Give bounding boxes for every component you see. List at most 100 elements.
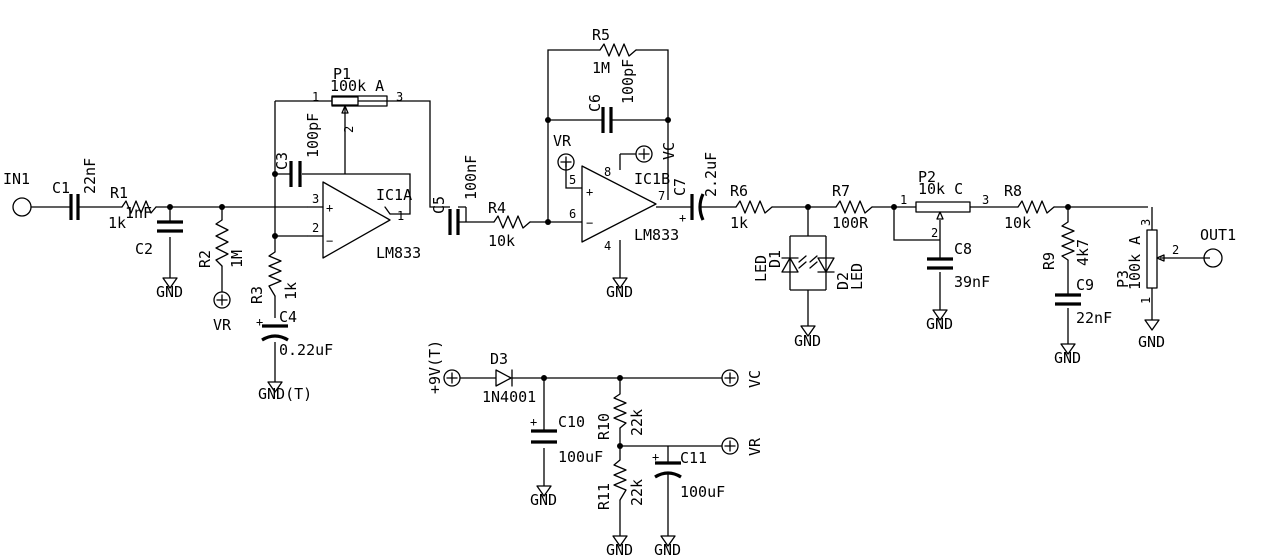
- svg-text:2: 2: [312, 221, 319, 235]
- svg-text:1M: 1M: [592, 59, 610, 77]
- svg-text:0.22uF: 0.22uF: [279, 341, 333, 359]
- svg-text:C1: C1: [52, 179, 70, 197]
- svg-text:1k: 1k: [282, 282, 300, 300]
- svg-text:100pF: 100pF: [619, 59, 637, 104]
- svg-text:R11: R11: [595, 483, 613, 510]
- svg-text:10k: 10k: [488, 232, 515, 250]
- svg-text:IC1A: IC1A: [376, 186, 412, 204]
- svg-text:VR: VR: [213, 316, 232, 334]
- svg-text:R7: R7: [832, 182, 850, 200]
- svg-text:GND: GND: [156, 283, 183, 301]
- capacitor-c6: C6 100pF: [586, 59, 637, 133]
- ground-symbol-c10: GND: [530, 485, 557, 509]
- input-connector-in1: IN1: [3, 170, 32, 217]
- svg-text:+: +: [586, 185, 593, 199]
- svg-text:IN1: IN1: [3, 170, 30, 188]
- svg-text:LM833: LM833: [376, 244, 421, 262]
- capacitor-c1: C1 22nF: [52, 158, 99, 220]
- svg-text:100uF: 100uF: [558, 448, 603, 466]
- svg-text:R8: R8: [1004, 182, 1022, 200]
- capacitor-c9: C9 22nF: [1055, 276, 1112, 327]
- svg-text:C7: C7: [671, 178, 689, 196]
- svg-text:R2: R2: [196, 250, 214, 268]
- svg-text:1: 1: [900, 193, 907, 207]
- svg-text:LM833: LM833: [634, 226, 679, 244]
- svg-text:VC: VC: [660, 142, 678, 160]
- output-connector-out1: OUT1: [1200, 226, 1236, 268]
- capacitor-c3: C3 100pF: [273, 113, 322, 187]
- led-d1: LED D1: [752, 250, 807, 282]
- svg-text:+9V(T): +9V(T): [426, 340, 444, 394]
- svg-text:D2: D2: [834, 272, 852, 290]
- svg-text:R6: R6: [730, 182, 748, 200]
- svg-text:GND: GND: [1138, 333, 1165, 351]
- svg-text:1k: 1k: [730, 214, 748, 232]
- svg-text:10k C: 10k C: [918, 180, 963, 198]
- svg-text:+: +: [679, 211, 686, 225]
- svg-text:3: 3: [396, 90, 403, 104]
- svg-text:5: 5: [569, 173, 576, 187]
- svg-text:VR: VR: [553, 132, 572, 150]
- resistor-r6: R6 1k: [730, 182, 773, 232]
- svg-text:3: 3: [312, 192, 319, 206]
- capacitor-c2: 1nF C2: [125, 204, 183, 258]
- svg-text:R9: R9: [1040, 252, 1058, 270]
- capacitor-c5: C5 100nF: [430, 155, 480, 235]
- svg-text:C11: C11: [680, 449, 707, 467]
- svg-text:10k: 10k: [1004, 214, 1031, 232]
- capacitor-c10: + C10 100uF: [530, 413, 603, 466]
- resistor-r4: R4 10k: [488, 199, 531, 250]
- svg-text:C8: C8: [954, 240, 972, 258]
- svg-text:−: −: [586, 216, 593, 230]
- opamp-ic1a: + − 3 2 1 IC1A LM833: [307, 181, 421, 262]
- vr-power-symbol: VR: [213, 291, 232, 334]
- svg-text:22k: 22k: [628, 479, 646, 506]
- led-d2: D2 LED: [809, 255, 866, 290]
- svg-text:P2: P2: [918, 168, 936, 186]
- svg-text:1N4001: 1N4001: [482, 388, 536, 406]
- svg-text:39nF: 39nF: [954, 273, 990, 291]
- svg-text:−: −: [326, 234, 333, 248]
- capacitor-c8: C8 39nF: [927, 240, 990, 291]
- svg-text:GND: GND: [530, 491, 557, 509]
- svg-text:1M: 1M: [228, 250, 246, 268]
- ground-symbol-tremolo: GND(T): [258, 381, 312, 403]
- ground-symbol-ic1b: GND: [606, 277, 633, 301]
- resistor-r5: R5 1M: [592, 26, 637, 77]
- svg-text:22k: 22k: [628, 409, 646, 436]
- opamp-ic1b: + − 5 6 8 4 7 IC1B LM833: [569, 165, 679, 253]
- potentiometer-p3: P3 100k A 3 1 2: [1114, 219, 1179, 304]
- ground-symbol-led: GND: [794, 325, 821, 350]
- svg-text:C5: C5: [430, 196, 448, 214]
- svg-text:R3: R3: [248, 286, 266, 304]
- ground-symbol-c8: GND: [926, 309, 953, 333]
- svg-text:6: 6: [569, 207, 576, 221]
- svg-text:2.2uF: 2.2uF: [702, 152, 720, 197]
- svg-text:GND: GND: [794, 332, 821, 350]
- svg-text:C6: C6: [586, 94, 604, 112]
- svg-text:+: +: [256, 315, 263, 329]
- svg-text:OUT1: OUT1: [1200, 226, 1236, 244]
- svg-text:4: 4: [604, 239, 611, 253]
- ground-symbol: GND: [156, 277, 183, 301]
- svg-text:VR: VR: [746, 437, 764, 456]
- svg-text:LED: LED: [752, 255, 770, 282]
- svg-text:22nF: 22nF: [1076, 309, 1112, 327]
- svg-text:2: 2: [342, 126, 356, 133]
- resistor-r7: R7 100R: [832, 182, 873, 232]
- svg-text:8: 8: [604, 165, 611, 179]
- svg-text:100nF: 100nF: [462, 155, 480, 200]
- svg-text:GND: GND: [606, 283, 633, 301]
- svg-text:+: +: [530, 415, 537, 429]
- svg-text:R5: R5: [592, 26, 610, 44]
- svg-text:GND: GND: [1054, 349, 1081, 367]
- svg-text:P3: P3: [1114, 270, 1132, 288]
- svg-text:VC: VC: [746, 370, 764, 388]
- svg-text:1nF: 1nF: [125, 204, 152, 222]
- resistor-r2: R2 1M: [196, 219, 246, 268]
- svg-text:1k: 1k: [108, 214, 126, 232]
- resistor-r9: R9 4k7: [1040, 221, 1092, 270]
- resistor-r1: R1 1k: [108, 184, 157, 232]
- svg-text:2: 2: [931, 226, 938, 240]
- svg-text:GND: GND: [654, 541, 681, 558]
